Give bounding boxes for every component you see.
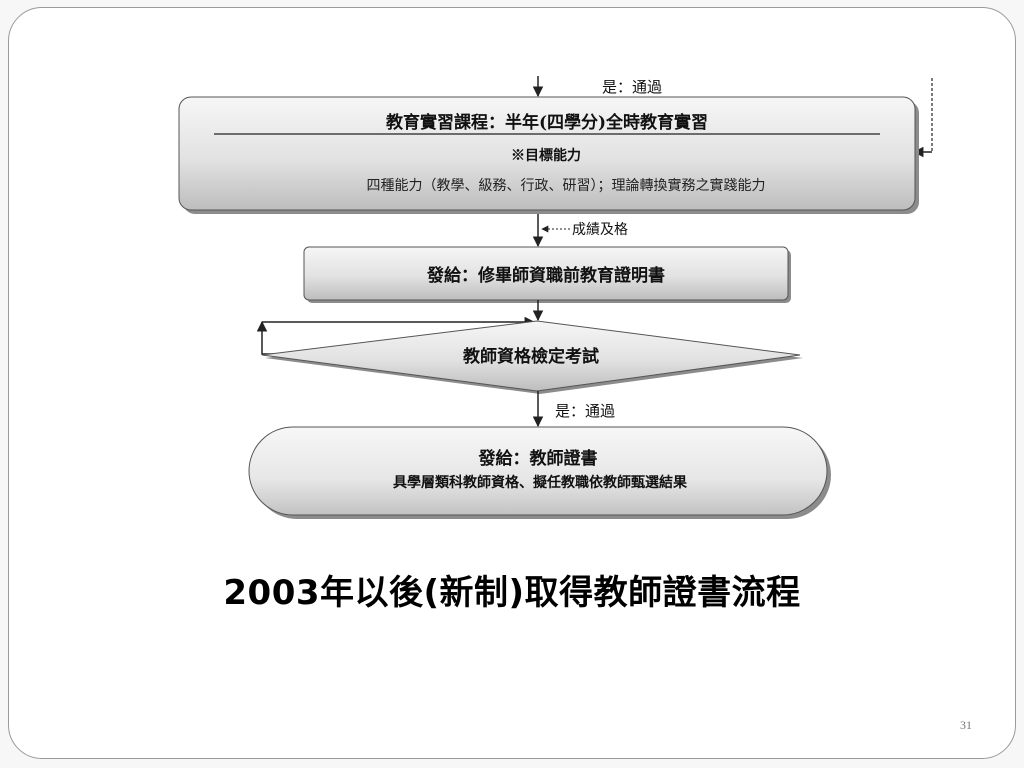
certificate-box-label: 發給：修畢師資職前教育證明書 bbox=[426, 265, 665, 286]
final-oval bbox=[248, 426, 828, 516]
course-box-detail: 四種能力（教學、級務、行政、研習）；理論轉換實務之實踐能力 bbox=[367, 177, 766, 194]
course-box-title: 教育實習課程：半年(四學分)全時教育實習 bbox=[385, 112, 708, 133]
certificate-box bbox=[303, 246, 789, 301]
slide-caption: 2003年以後(新制)取得教師證書流程 bbox=[223, 573, 801, 613]
pass-label-top: 是：通過 bbox=[602, 78, 662, 96]
exam-diamond bbox=[261, 320, 801, 392]
final-oval-subtitle: 具學層類科教師資格、擬任教職依教師甄選結果 bbox=[392, 474, 688, 491]
course-box-subtitle: ※目標能力 bbox=[511, 147, 581, 164]
grade-label: 成績及格 bbox=[572, 222, 628, 238]
pass-label-bottom: 是：通過 bbox=[555, 402, 615, 420]
course-box bbox=[178, 96, 916, 211]
final-oval-title: 發給：教師證書 bbox=[478, 448, 598, 469]
exam-diamond-label: 教師資格檢定考試 bbox=[462, 346, 599, 367]
page-number: 31 bbox=[960, 718, 972, 732]
